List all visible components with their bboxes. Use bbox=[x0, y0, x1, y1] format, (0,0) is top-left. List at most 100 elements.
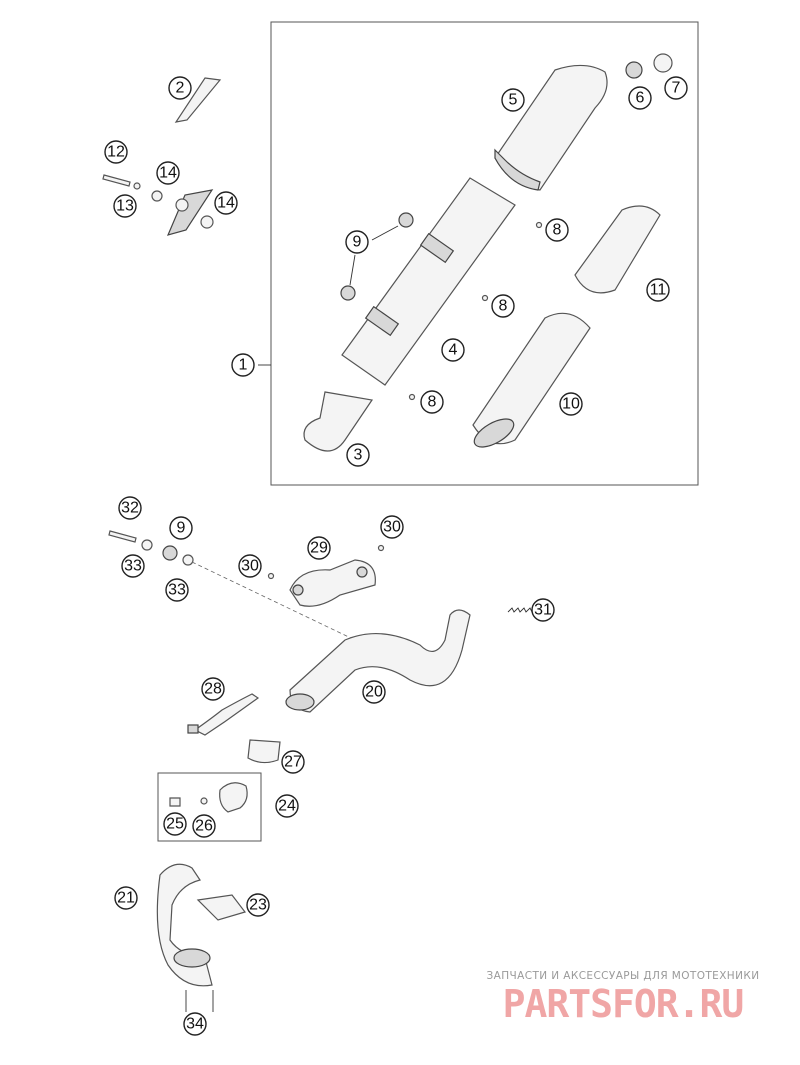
part-8-screw-top bbox=[535, 221, 543, 229]
part-7-cap bbox=[653, 53, 673, 73]
callout-8-top: 8 bbox=[545, 218, 569, 242]
svg-text:5: 5 bbox=[509, 92, 518, 109]
callout-26: 26 bbox=[192, 814, 216, 838]
clamp-group-frame bbox=[157, 772, 262, 842]
callout-12: 12 bbox=[104, 140, 128, 164]
svg-text:2: 2 bbox=[176, 80, 185, 97]
svg-text:30: 30 bbox=[241, 558, 259, 575]
callout-11: 11 bbox=[646, 278, 670, 302]
part-30-nut-left bbox=[267, 572, 275, 580]
svg-text:33: 33 bbox=[124, 558, 142, 575]
svg-text:8: 8 bbox=[499, 298, 508, 315]
callout-33-right: 33 bbox=[165, 578, 189, 602]
callout-7: 7 bbox=[664, 76, 688, 100]
callout-30-left: 30 bbox=[238, 554, 262, 578]
svg-text:33: 33 bbox=[168, 582, 186, 599]
svg-text:28: 28 bbox=[204, 681, 222, 698]
callout-29: 29 bbox=[307, 536, 331, 560]
part-14-rubber-left bbox=[151, 190, 163, 202]
muffler-assembly-frame bbox=[270, 21, 699, 486]
part-26-nut bbox=[200, 797, 208, 805]
svg-text:27: 27 bbox=[284, 754, 302, 771]
part-25-bolt bbox=[169, 797, 181, 807]
callout-9-lower: 9 bbox=[169, 516, 193, 540]
svg-text:1: 1 bbox=[239, 357, 248, 374]
callout-32: 32 bbox=[118, 496, 142, 520]
svg-text:12: 12 bbox=[107, 144, 125, 161]
svg-text:31: 31 bbox=[534, 602, 552, 619]
callout-23: 23 bbox=[246, 893, 270, 917]
part-29-heat-shield bbox=[289, 559, 376, 607]
part-2-heat-guard bbox=[174, 77, 222, 123]
svg-text:8: 8 bbox=[428, 394, 437, 411]
part-21-header-pipe bbox=[156, 863, 213, 987]
svg-text:14: 14 bbox=[217, 195, 235, 212]
callout-31: 31 bbox=[531, 598, 555, 622]
svg-text:25: 25 bbox=[166, 816, 184, 833]
callout-5: 5 bbox=[501, 88, 525, 112]
part-13-washer bbox=[133, 182, 141, 190]
part-23-gasket bbox=[196, 894, 247, 921]
svg-text:11: 11 bbox=[650, 282, 667, 299]
callout-34: 34 bbox=[183, 1012, 207, 1036]
part-9-grommet-lower bbox=[162, 545, 178, 561]
part-33-washer-left bbox=[141, 539, 153, 551]
svg-text:9: 9 bbox=[353, 234, 362, 251]
svg-text:30: 30 bbox=[383, 519, 401, 536]
callout-27: 27 bbox=[281, 750, 305, 774]
callout-13: 13 bbox=[113, 194, 137, 218]
svg-text:32: 32 bbox=[121, 500, 139, 517]
callout-6: 6 bbox=[628, 86, 652, 110]
callout-4: 4 bbox=[441, 338, 465, 362]
part-4-muffler-body bbox=[341, 177, 516, 386]
callout-8-bottom: 8 bbox=[420, 390, 444, 414]
part-8-screw-bottom bbox=[408, 393, 416, 401]
svg-text:20: 20 bbox=[365, 684, 383, 701]
part-6-seal-ring bbox=[625, 61, 643, 79]
part-9-grommet-bottom bbox=[340, 285, 356, 301]
callout-24: 24 bbox=[275, 794, 299, 818]
svg-text:10: 10 bbox=[562, 396, 580, 413]
watermark-subtitle: ЗАПЧАСТИ И АКСЕССУАРЫ ДЛЯ МОТОТЕХНИКИ bbox=[486, 970, 760, 982]
svg-text:8: 8 bbox=[553, 222, 562, 239]
callout-14-top: 14 bbox=[156, 161, 180, 185]
svg-text:23: 23 bbox=[249, 897, 267, 914]
part-27-sleeve bbox=[247, 739, 281, 764]
part-28-sensor bbox=[193, 693, 260, 736]
part-24-clamp bbox=[219, 782, 248, 813]
svg-text:29: 29 bbox=[310, 540, 328, 557]
svg-text:24: 24 bbox=[278, 798, 296, 815]
part-8-screw-mid bbox=[481, 294, 489, 302]
callout-9-muffler: 9 bbox=[345, 230, 369, 254]
part-20-mid-pipe bbox=[289, 609, 471, 713]
svg-text:21: 21 bbox=[117, 890, 135, 907]
svg-text:3: 3 bbox=[354, 447, 363, 464]
svg-text:13: 13 bbox=[116, 198, 134, 215]
callout-10: 10 bbox=[559, 392, 583, 416]
svg-text:26: 26 bbox=[195, 818, 213, 835]
callout-33-left: 33 bbox=[121, 554, 145, 578]
part-30-nut-right bbox=[377, 544, 385, 552]
svg-text:4: 4 bbox=[449, 342, 458, 359]
svg-text:9: 9 bbox=[177, 520, 186, 537]
watermark: ЗАПЧАСТИ И АКСЕССУАРЫ ДЛЯ МОТОТЕХНИКИ PA… bbox=[468, 970, 778, 1026]
part-11-outer-sleeve bbox=[574, 205, 661, 294]
svg-text:7: 7 bbox=[672, 80, 681, 97]
callout-1: 1 bbox=[231, 353, 255, 377]
part-33-washer-right bbox=[182, 554, 194, 566]
svg-text:34: 34 bbox=[186, 1016, 204, 1033]
callout-14-right: 14 bbox=[214, 191, 238, 215]
callout-28: 28 bbox=[201, 677, 225, 701]
callout-21: 21 bbox=[114, 886, 138, 910]
part-12-bolt bbox=[102, 174, 131, 187]
part-32-bolt bbox=[108, 530, 137, 543]
svg-text:6: 6 bbox=[636, 90, 645, 107]
part-14-rubber-right bbox=[200, 215, 214, 229]
callout-2: 2 bbox=[168, 76, 192, 100]
callout-20: 20 bbox=[362, 680, 386, 704]
part-14-rubber-bracket bbox=[175, 198, 189, 212]
callout-30-right: 30 bbox=[380, 515, 404, 539]
callout-3: 3 bbox=[346, 443, 370, 467]
callout-25: 25 bbox=[163, 812, 187, 836]
